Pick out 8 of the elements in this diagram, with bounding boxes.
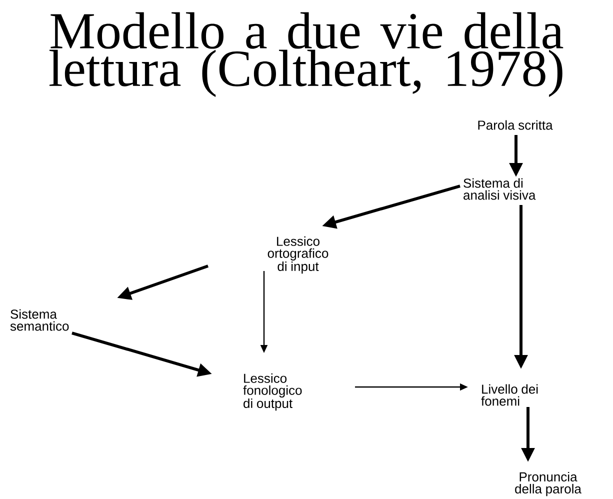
node-label: Sistema semantico	[10, 309, 69, 331]
node-label: Lessico ortografico di input	[268, 236, 328, 274]
node-label: Sistema di analisi visiva	[464, 178, 536, 200]
title: Modello a due vie della lettura (Coltheart, 1978)	[49, 12, 564, 97]
node-label: Parola scritta	[478, 120, 553, 130]
node-label: Pronuncia della parola	[515, 472, 582, 496]
node-label: Lessico fonologico di output	[243, 373, 302, 411]
node-label: Livello dei fonemi	[481, 384, 538, 406]
